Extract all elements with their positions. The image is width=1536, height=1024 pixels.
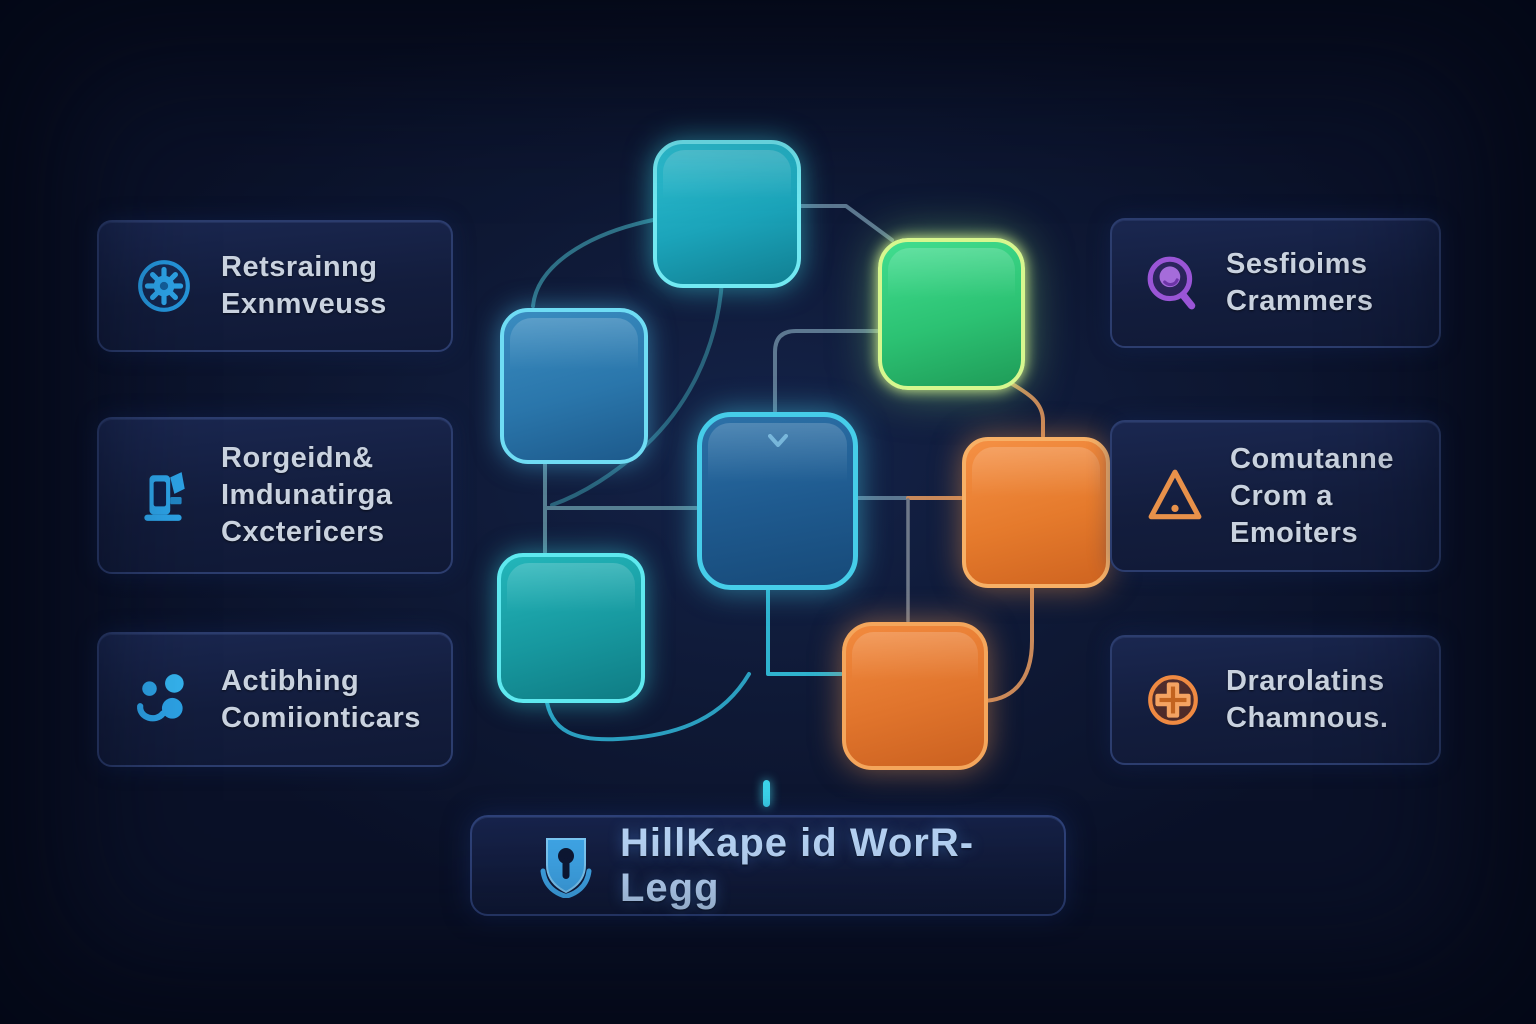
node-right-orange bbox=[962, 437, 1110, 588]
node-bottom-orange bbox=[842, 622, 988, 770]
card-comutanne: Comutanne Crom a Emoiters bbox=[1110, 420, 1441, 572]
shield-lock-icon bbox=[538, 834, 594, 898]
card-line: Crom a bbox=[1230, 479, 1333, 512]
node-green bbox=[878, 238, 1025, 390]
card-line: Chamnous. bbox=[1226, 702, 1389, 734]
footer-title-bar: HillKape id WorR-Legg bbox=[470, 815, 1066, 916]
card-line: Cxctericers bbox=[221, 516, 385, 548]
cursor-tick bbox=[763, 780, 770, 807]
card-line: Crammers bbox=[1226, 285, 1374, 317]
card-line: Rorgeidn& bbox=[221, 442, 374, 474]
card-rorgeidn: Rorgeidn& Imdunatirga Cxctericers bbox=[97, 417, 453, 574]
card-line: Exnmveuss bbox=[221, 288, 387, 320]
card-line: Comiionticars bbox=[221, 701, 421, 734]
warning-triangle-icon bbox=[1144, 467, 1206, 525]
node-bottom-teal bbox=[497, 553, 645, 703]
device-pump-icon bbox=[135, 467, 193, 525]
card-drarolatins: Drarolatins Chamnous. bbox=[1110, 635, 1441, 765]
footer-title: HillKape id WorR-Legg bbox=[620, 820, 975, 910]
card-line: Actibhing bbox=[221, 664, 360, 697]
node-top-teal bbox=[653, 140, 801, 288]
node-left-blue bbox=[500, 308, 648, 464]
card-line: Imdunatirga bbox=[221, 479, 393, 511]
dots-swirl-icon bbox=[135, 671, 193, 729]
card-line: Retsrainng bbox=[221, 251, 378, 283]
card-retraining: Retsrainng Exnmveuss bbox=[97, 220, 453, 352]
search-bubble-icon bbox=[1144, 254, 1202, 312]
card-line: Emoiters bbox=[1230, 516, 1359, 549]
card-line: Drarolatins bbox=[1226, 665, 1385, 697]
card-line: Comutanne bbox=[1230, 442, 1394, 475]
card-line: Sesfioims bbox=[1226, 248, 1368, 280]
medical-cross-icon bbox=[1144, 671, 1202, 729]
card-actibhing: Actibhing Comiionticars bbox=[97, 632, 453, 767]
gear-circle-icon bbox=[135, 257, 193, 315]
card-sessions: Sesfioims Crammers bbox=[1110, 218, 1441, 348]
node-center-blue bbox=[697, 412, 858, 590]
chevron-down-icon bbox=[767, 434, 788, 447]
